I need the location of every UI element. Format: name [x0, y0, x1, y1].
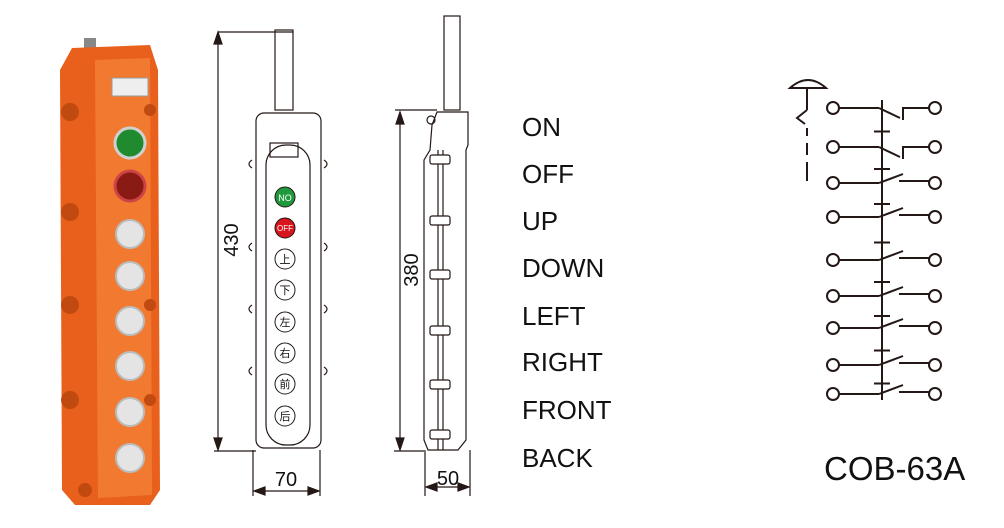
terminal-icon	[826, 210, 840, 224]
terminal-icon	[826, 253, 840, 267]
no-contact	[878, 250, 904, 261]
button-label: 下	[280, 285, 291, 297]
dimension-430: 430	[221, 223, 243, 256]
no-contact	[878, 318, 904, 329]
no-contact	[878, 355, 904, 366]
function-label-front: FRONT	[522, 395, 612, 425]
terminal-icon	[826, 140, 840, 154]
mushroom-stop-icon	[787, 79, 829, 89]
terminal-icon	[826, 358, 840, 372]
function-label-right: RIGHT	[522, 347, 603, 377]
dimension-50: 50	[437, 468, 459, 490]
dimension-380: 380	[401, 253, 423, 286]
terminal-icon	[928, 253, 942, 267]
dimension-70: 70	[275, 469, 297, 491]
button-label: 前	[280, 377, 291, 391]
terminal-icon	[826, 176, 840, 190]
button-label: OFF	[277, 224, 293, 233]
function-label-left: LEFT	[522, 301, 586, 331]
function-label-on: ON	[522, 112, 561, 142]
function-label-back: BACK	[522, 443, 593, 473]
terminal-icon	[928, 101, 942, 115]
button-label: 后	[280, 410, 291, 423]
model-number: COB-63A	[824, 450, 966, 487]
terminal-icon	[826, 321, 840, 335]
terminal-icon	[928, 321, 942, 335]
no-contact	[878, 207, 904, 218]
terminal-icon	[928, 176, 942, 190]
button-label: 右	[280, 346, 291, 360]
terminal-icon	[826, 387, 840, 401]
button-label: NO	[278, 193, 292, 203]
nc-contact	[878, 107, 901, 119]
no-contact	[878, 173, 904, 184]
terminal-icon	[928, 140, 942, 154]
terminal-icon	[826, 289, 840, 303]
function-label-up: UP	[522, 206, 559, 236]
pendant-photo	[60, 38, 160, 505]
front-view	[213, 29, 328, 496]
terminal-icon	[928, 289, 942, 303]
front-buttons: NO OFF 上 下 左 右 前 后 430 70	[221, 186, 297, 491]
terminal-icon	[826, 101, 840, 115]
terminal-icon	[928, 358, 942, 372]
terminal-icon	[928, 387, 942, 401]
terminal-icon	[928, 210, 942, 224]
button-label: 左	[280, 316, 291, 329]
wiring-schematic	[787, 79, 942, 401]
function-label-off: OFF	[522, 159, 574, 189]
side-view	[394, 15, 471, 496]
no-contact	[878, 384, 904, 395]
nc-contact	[878, 146, 901, 158]
button-label: 上	[280, 253, 291, 266]
function-label-down: DOWN	[522, 253, 605, 283]
no-contact	[878, 286, 904, 297]
